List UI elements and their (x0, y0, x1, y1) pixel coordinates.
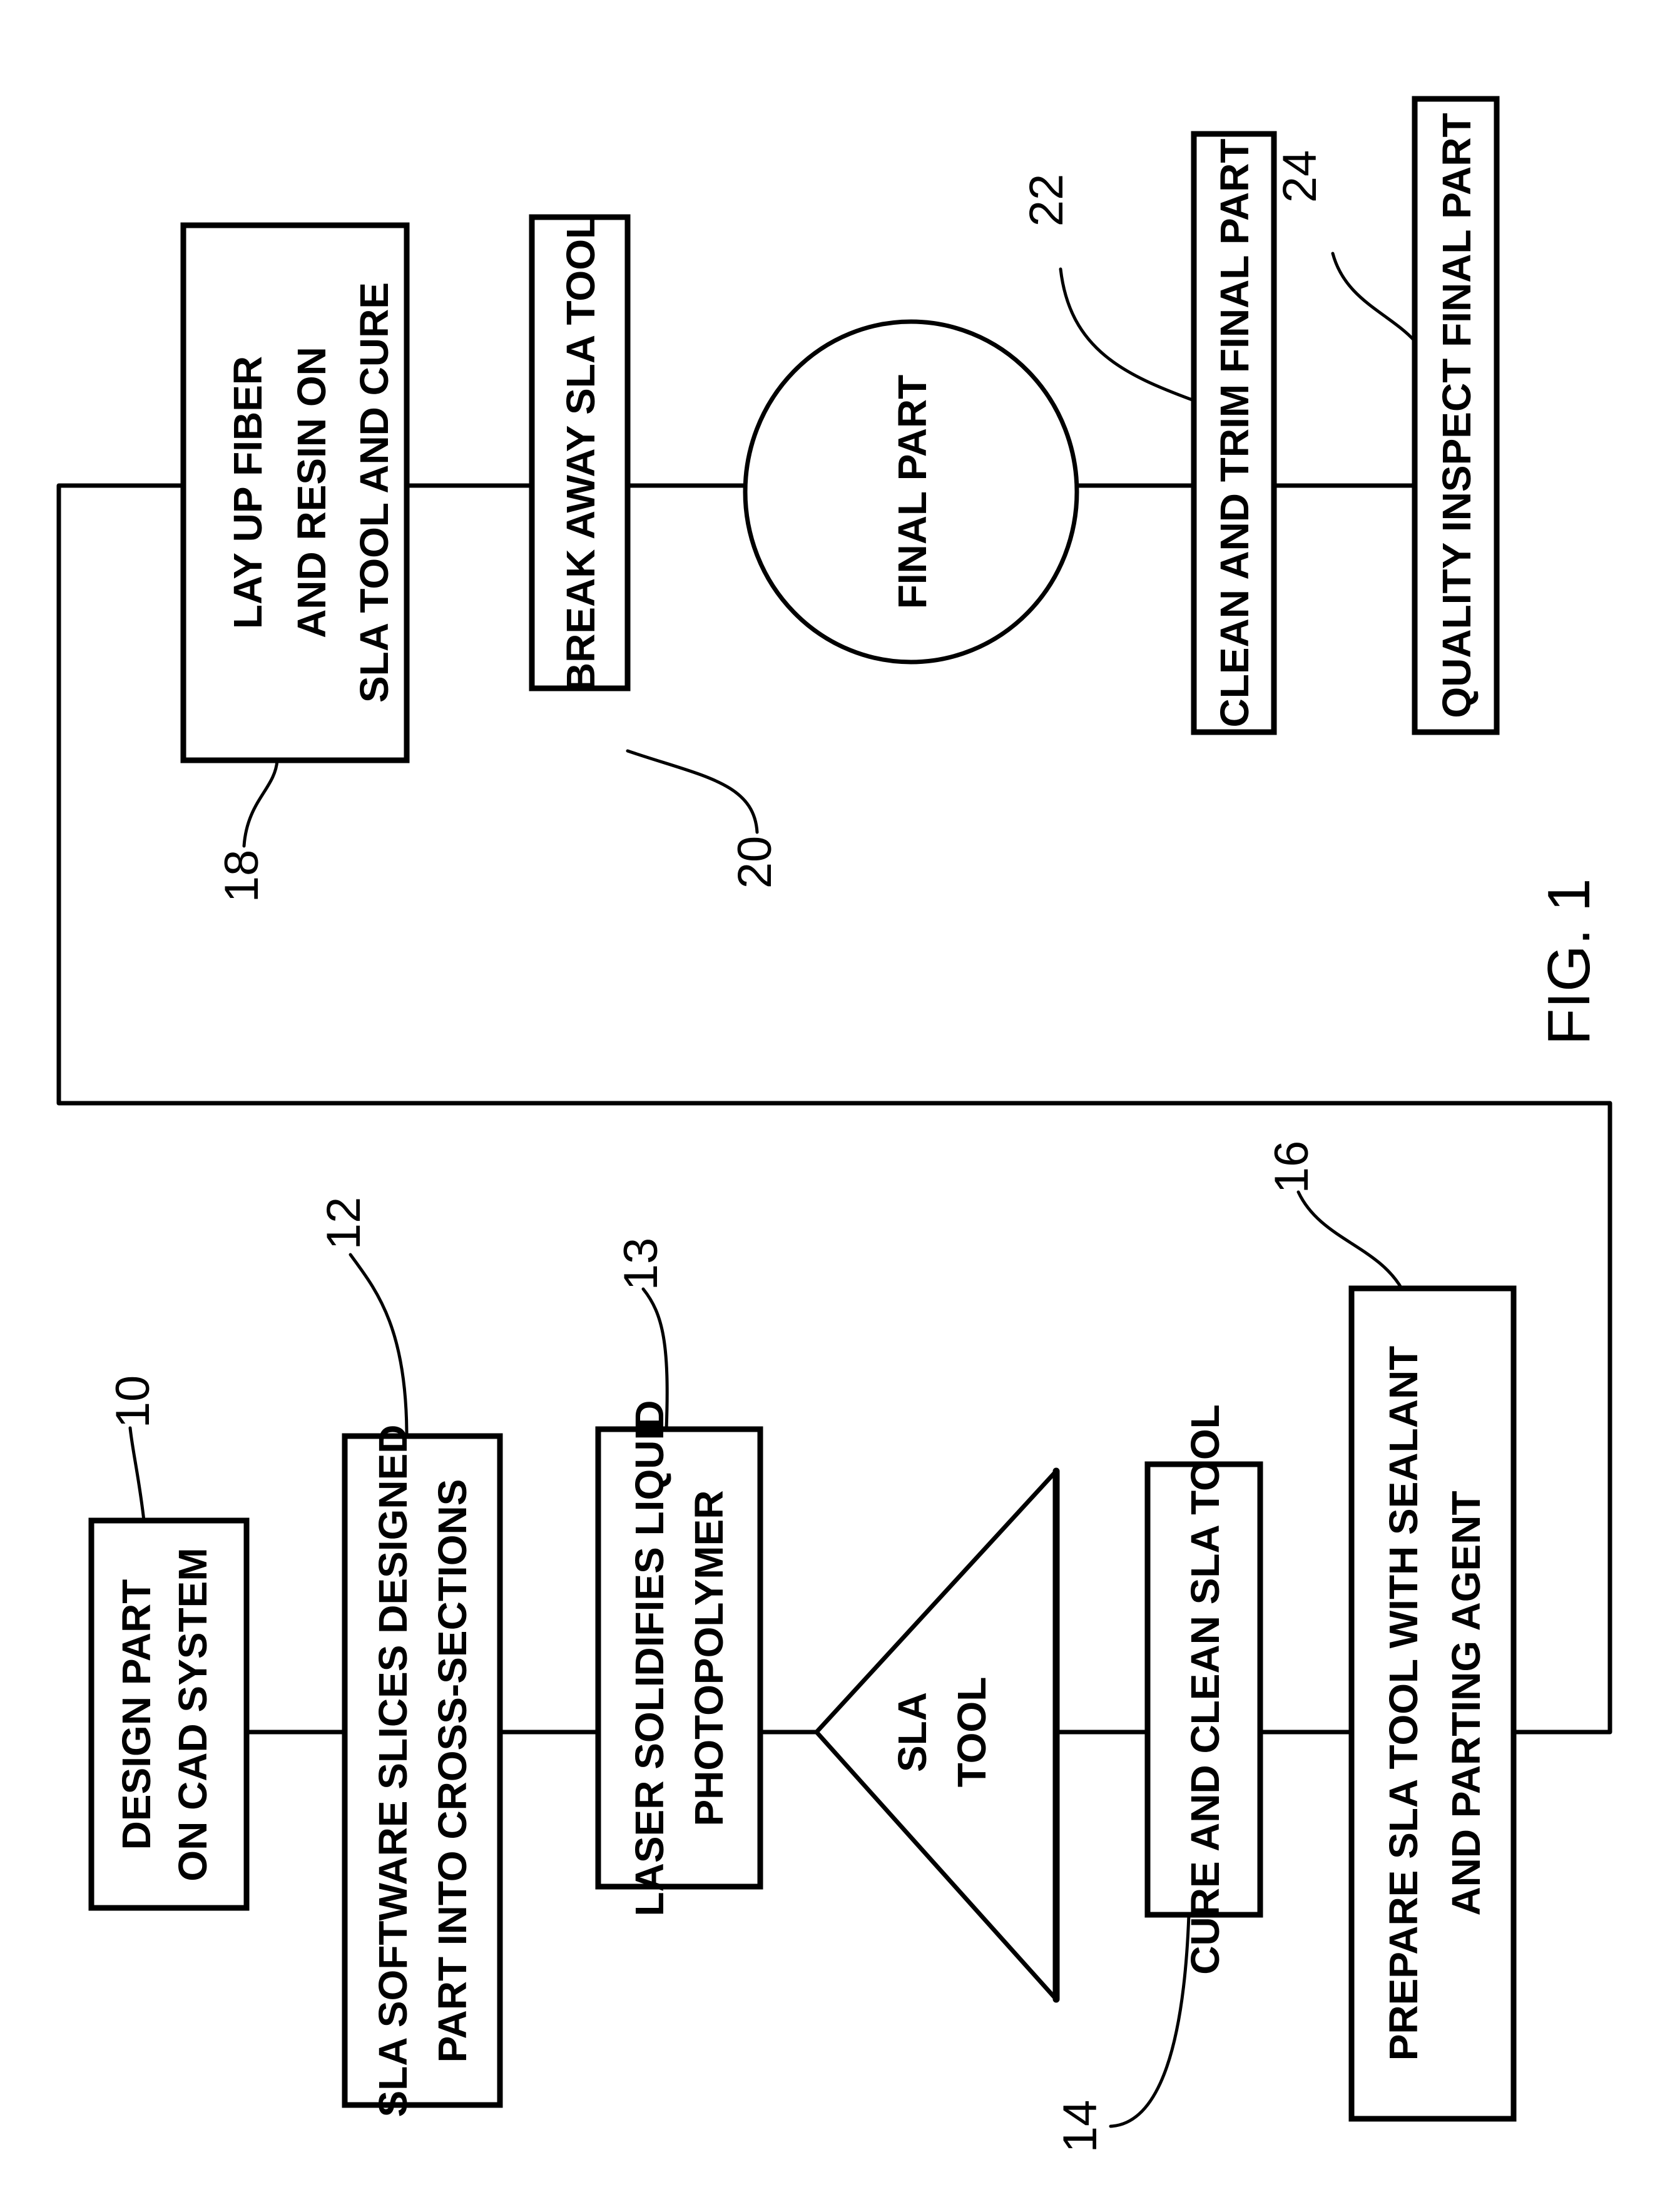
step-18: LAY UP FIBER AND RESIN ON SLA TOOL AND C… (183, 225, 407, 760)
ref-24-label: 24 (1273, 150, 1326, 203)
step-12: SLA SOFTWARE SLICES DESIGNED PART INTO C… (345, 1424, 500, 2117)
step-18-line-1: LAY UP FIBER (225, 356, 270, 629)
step-24: QUALITY INSPECT FINAL PART (1415, 99, 1497, 732)
ref-24: 24 (1273, 150, 1415, 341)
step-12-line-2: PART INTO CROSS-SECTIONS (430, 1479, 475, 2063)
step-20: BREAK AWAY SLA TOOL (532, 215, 628, 691)
step-13: LASER SOLIDIFIES LIQUID PHOTOPOLYMER (598, 1400, 760, 1917)
ref-14: 14 (1054, 1915, 1189, 2153)
ref-12: 12 (317, 1197, 407, 1436)
ref-16-label: 16 (1265, 1141, 1318, 1194)
step-10-line-2: ON CAD SYSTEM (170, 1547, 215, 1881)
ref-14-label: 14 (1054, 2100, 1107, 2153)
step-10: DESIGN PART ON CAD SYSTEM (91, 1521, 247, 1908)
step-16: PREPARE SLA TOOL WITH SEALANT AND PARTIN… (1352, 1288, 1514, 2119)
sla-tool-line-1: SLA (890, 1692, 935, 1772)
step-12-line-1: SLA SOFTWARE SLICES DESIGNED (370, 1424, 415, 2117)
ref-20-label: 20 (728, 836, 782, 889)
ref-13-label: 13 (614, 1238, 668, 1291)
ref-22: 22 (1020, 174, 1194, 400)
step-22: CLEAN AND TRIM FINAL PART (1194, 134, 1274, 732)
step-16-line-1: PREPARE SLA TOOL WITH SEALANT (1381, 1346, 1426, 2061)
ref-10: 10 (106, 1375, 160, 1521)
step-18-line-3: SLA TOOL AND CURE (352, 282, 397, 703)
final-part-circle: FINAL PART (745, 322, 1077, 662)
sla-tool-triangle: SLA TOOL (817, 1471, 1056, 1999)
ref-12-label: 12 (317, 1197, 370, 1250)
step-14-line-1: CURE AND CLEAN SLA TOOL (1183, 1404, 1228, 1974)
step-20-line-1: BREAK AWAY SLA TOOL (558, 215, 603, 691)
step-13-line-2: PHOTOPOLYMER (686, 1491, 731, 1827)
ref-18-label: 18 (215, 850, 268, 903)
ref-18: 18 (215, 760, 277, 902)
figure-title: FIG. 1 (1535, 879, 1602, 1046)
ref-16: 16 (1265, 1141, 1402, 1288)
step-14: CURE AND CLEAN SLA TOOL (1148, 1404, 1260, 1974)
final-part-label: FINAL PART (890, 375, 935, 609)
step-22-line-1: CLEAN AND TRIM FINAL PART (1212, 139, 1257, 728)
step-16-line-2: AND PARTING AGENT (1444, 1491, 1489, 1915)
sla-tool-line-2: TOOL (949, 1677, 994, 1788)
step-18-line-2: AND RESIN ON (289, 347, 334, 638)
ref-10-label: 10 (106, 1375, 160, 1429)
ref-22-label: 22 (1020, 174, 1073, 227)
step-10-line-1: DESIGN PART (114, 1579, 159, 1850)
step-13-line-1: LASER SOLIDIFIES LIQUID (627, 1400, 672, 1917)
ref-20: 20 (628, 751, 782, 889)
step-24-line-1: QUALITY INSPECT FINAL PART (1434, 113, 1479, 718)
